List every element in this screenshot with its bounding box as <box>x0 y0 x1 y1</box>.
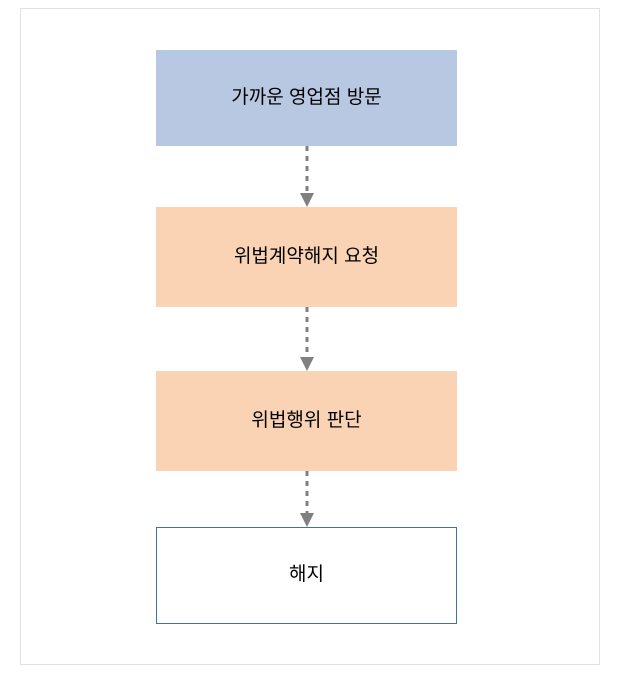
flow-node-judge-illegality[interactable]: 위법행위 판단 <box>156 371 457 471</box>
flow-node-termination[interactable]: 해지 <box>156 527 457 624</box>
flow-node-request-termination[interactable]: 위법계약해지 요청 <box>156 207 457 307</box>
flow-node-label: 위법계약해지 요청 <box>233 245 380 267</box>
connector-arrow-2 <box>300 307 314 371</box>
diagram-frame-border <box>20 8 600 665</box>
flow-node-label: 위법행위 판단 <box>251 409 362 431</box>
connector-arrow-1 <box>300 146 314 207</box>
connector-arrow-3 <box>300 471 314 527</box>
flow-node-label: 가까운 영업점 방문 <box>231 86 382 108</box>
flow-node-visit-branch[interactable]: 가까운 영업점 방문 <box>156 50 457 146</box>
flow-node-label: 해지 <box>289 564 324 586</box>
